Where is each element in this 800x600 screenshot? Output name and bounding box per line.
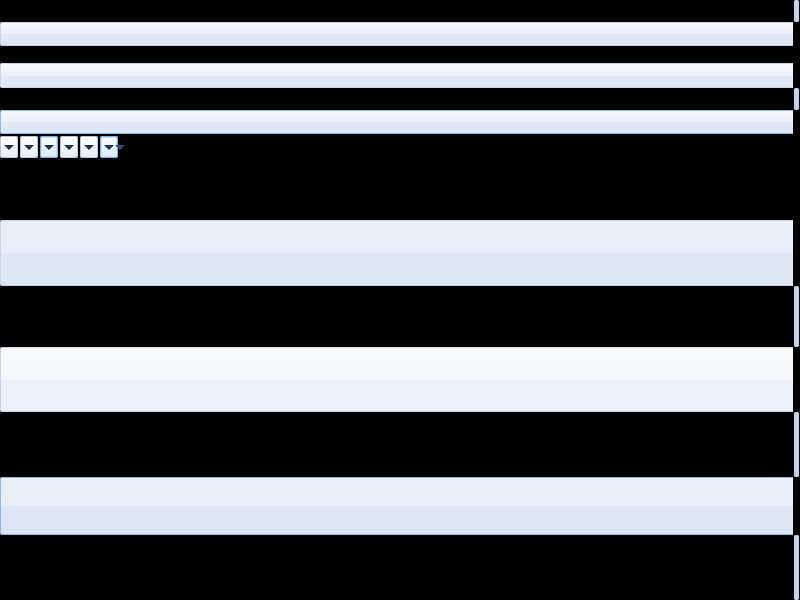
list-panel-2-upper-band [1, 348, 794, 380]
combobox-field-1-lower-band [1, 34, 794, 45]
combobox-field-3[interactable] [0, 110, 795, 134]
dropdown-button-1[interactable] [0, 136, 18, 158]
scrollbar-segment-2[interactable] [794, 88, 799, 110]
list-panel-1-lower-band [1, 253, 794, 285]
combobox-field-3-lower-band [1, 122, 794, 133]
scrollbar-segment-3[interactable] [794, 286, 799, 347]
chevron-down-icon [24, 144, 34, 150]
list-panel-3[interactable] [0, 477, 795, 535]
chevron-down-icon [64, 144, 74, 150]
chevron-down-icon [44, 144, 54, 150]
scrollbar-segment-4[interactable] [794, 412, 799, 477]
list-panel-2[interactable] [0, 347, 795, 412]
list-panel-3-lower-band [1, 506, 794, 534]
list-panel-3-upper-band [1, 478, 794, 506]
dropdown-button-2[interactable] [20, 136, 38, 158]
chevron-down-icon [104, 144, 114, 150]
chevron-down-icon [4, 144, 14, 150]
dropdown-button-5[interactable] [80, 136, 98, 158]
combobox-field-2-lower-band [1, 75, 796, 87]
combobox-field-1[interactable] [0, 22, 795, 46]
combobox-field-2[interactable] [0, 63, 797, 88]
chevron-down-icon [84, 144, 94, 150]
scrollbar-segment-1[interactable] [794, 0, 799, 22]
combobox-field-2-upper-band [1, 64, 796, 76]
dropdown-button-row [0, 136, 118, 158]
chevron-down-icon-standalone[interactable] [114, 142, 126, 152]
combobox-field-1-upper-band [1, 23, 794, 34]
list-panel-2-lower-band [1, 379, 794, 411]
chevron-down-icon [115, 144, 125, 150]
dropdown-button-4[interactable] [60, 136, 78, 158]
list-panel-1-upper-band [1, 221, 794, 253]
dropdown-button-3[interactable] [40, 136, 58, 158]
list-panel-1[interactable] [0, 220, 795, 286]
vertical-scrollbar[interactable] [793, 0, 800, 600]
combobox-field-3-upper-band [1, 111, 794, 122]
scrollbar-segment-5[interactable] [794, 535, 799, 600]
